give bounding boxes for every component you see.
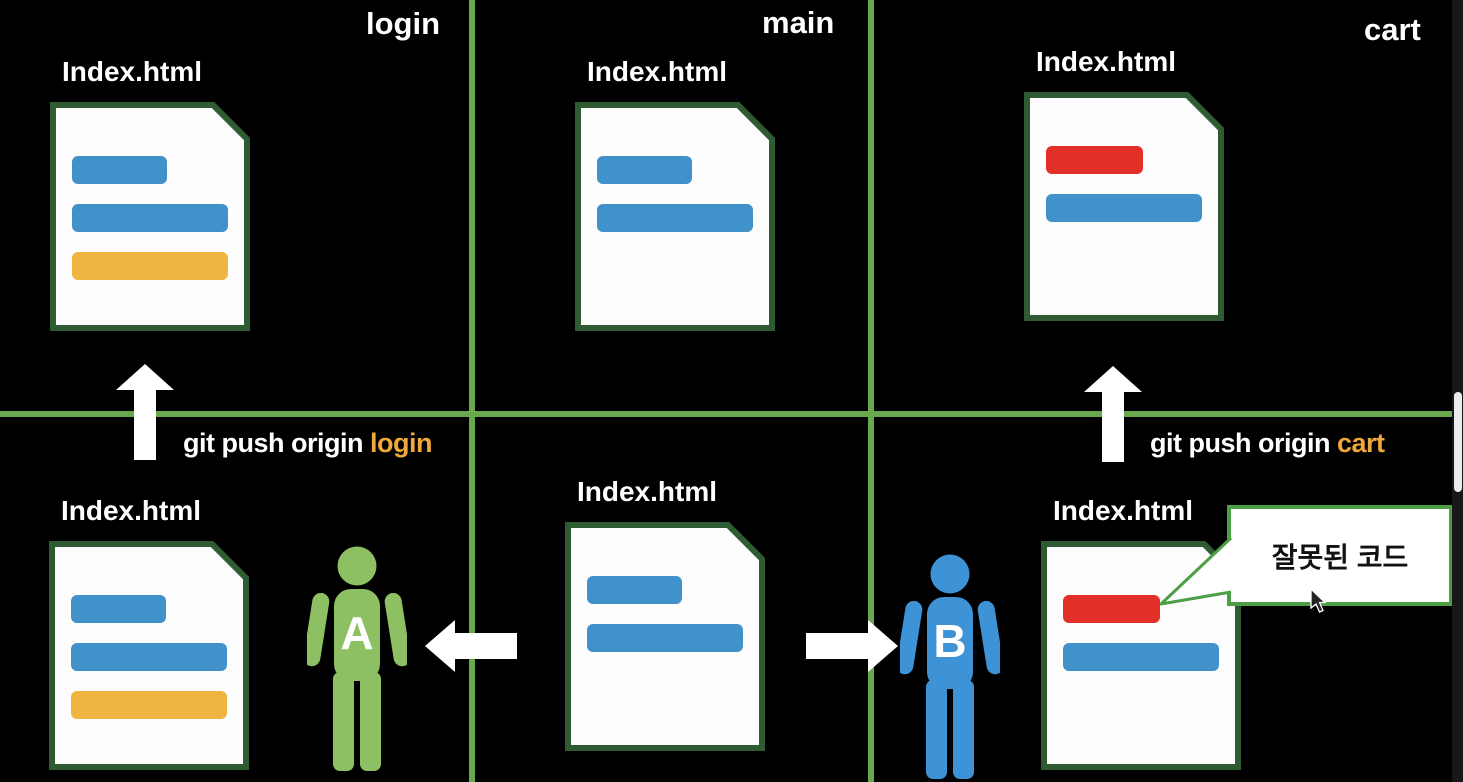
left-arrow-to-developer-a-icon [425,620,517,672]
document-icon [1024,92,1224,321]
code-line-red-short [1063,595,1160,623]
document-icon [49,541,249,770]
document-icon [565,522,765,751]
command-branch-name: cart [1336,428,1385,458]
code-lines [1041,541,1241,770]
callout-text: 잘못된 코드 [1271,541,1409,573]
file-name-label: Index.html [62,56,203,87]
command-branch-name: login [369,428,432,458]
file-name-label: Index.html [1036,46,1177,77]
code-line-blue-short [597,156,692,184]
branch-divider-main-cart [868,0,874,782]
code-line-blue-long [597,204,753,232]
wrong-code-callout: 잘못된 코드 [1227,505,1453,606]
code-lines [49,541,249,770]
code-line-blue-short [587,576,682,604]
mouse-cursor-icon [1310,588,1327,613]
file-name-label: Index.html [1053,495,1194,526]
code-line-yellow-long [72,252,228,280]
code-lines [1024,92,1224,321]
developer-b-person-icon: B [900,554,1000,779]
branch-label-cart: cart [1364,12,1421,47]
code-line-blue-short [72,156,167,184]
developer-a-label: A [340,607,373,659]
git-push-cart-command: git push origin cart [1150,428,1385,459]
right-arrow-to-developer-b-icon [806,620,898,672]
document-icon [575,102,775,331]
document-icon [50,102,250,331]
callout-tail-pointer [1159,536,1233,606]
file-name-label: Index.html [587,56,728,87]
file-name-label: Index.html [61,495,202,526]
push-up-arrow-login-icon [116,364,174,460]
code-line-yellow-long [71,691,227,719]
git-push-login-command: git push origin login [183,428,432,459]
code-line-blue-long [587,624,743,652]
code-lines [575,102,775,331]
command-text: git push origin [183,428,370,458]
developer-a-person-icon: A [307,546,407,771]
remote-local-divider [0,411,1452,417]
code-lines [50,102,250,331]
code-line-blue-long [72,204,228,232]
vertical-scrollbar[interactable] [1452,0,1463,782]
branch-label-login: login [366,6,441,41]
code-lines [565,522,765,751]
branch-label-main: main [762,5,835,40]
push-up-arrow-cart-icon [1084,366,1142,462]
command-text: git push origin [1150,428,1337,458]
file-name-label: Index.html [577,476,718,507]
code-line-blue-long [71,643,227,671]
scrollbar-thumb[interactable] [1454,392,1462,492]
code-line-blue-long [1046,194,1202,222]
developer-b-label: B [933,615,966,667]
code-line-blue-short [71,595,166,623]
code-line-red-short [1046,146,1143,174]
code-line-blue-long [1063,643,1219,671]
branch-divider-login-main [469,0,475,782]
